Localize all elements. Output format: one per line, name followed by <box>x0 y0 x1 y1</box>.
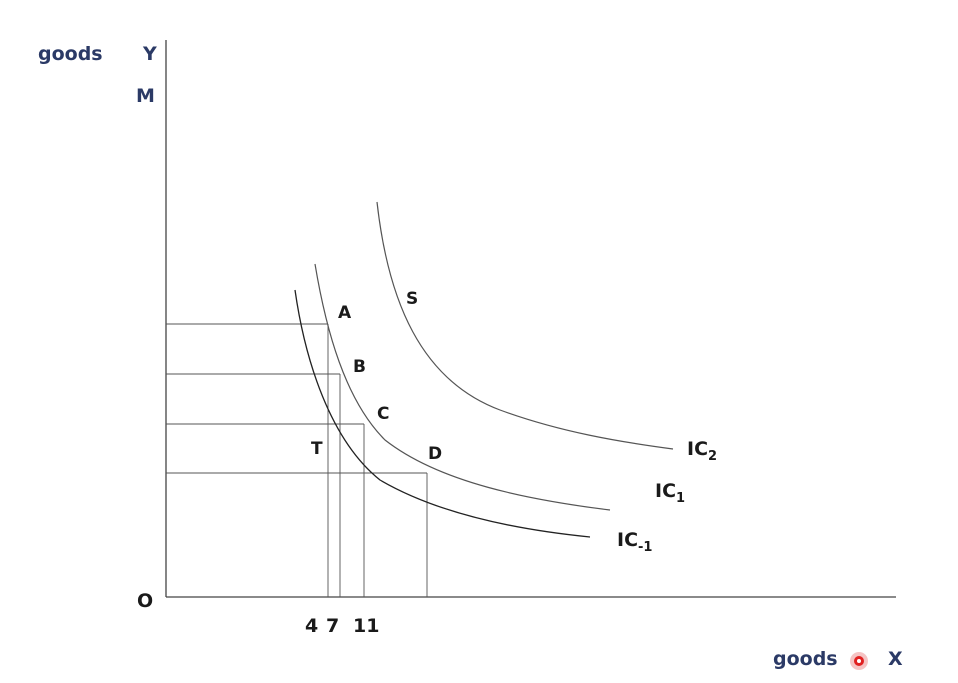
curve-ic1 <box>314 263 611 511</box>
point-label-d: D <box>428 444 442 464</box>
x-tick-7: 7 <box>326 615 339 637</box>
x-axis-goods-label: goods <box>773 648 838 670</box>
y-axis-goods-label: goods <box>38 43 103 65</box>
record-dot-icon <box>850 652 868 670</box>
origin-label: O <box>137 590 153 612</box>
curve-ic2 <box>376 201 674 450</box>
x-tick-4: 4 <box>305 615 318 637</box>
curve-label-ic1: IC1 <box>655 480 685 506</box>
point-label-c: C <box>377 404 389 424</box>
x-axis-letter: X <box>888 648 903 670</box>
curve-label-ic2: IC2 <box>687 438 717 464</box>
curve-label-ic-minus1: IC-1 <box>617 529 652 555</box>
y-axis-letter: Y <box>142 43 157 65</box>
x-tick-11: 11 <box>353 615 379 637</box>
point-label-t: T <box>311 439 323 459</box>
y-axis-m-label: M <box>136 85 155 107</box>
point-label-s: S <box>406 289 418 309</box>
point-label-b: B <box>353 357 366 377</box>
point-label-a: A <box>338 303 352 323</box>
curve-ic-minus1 <box>294 289 591 538</box>
